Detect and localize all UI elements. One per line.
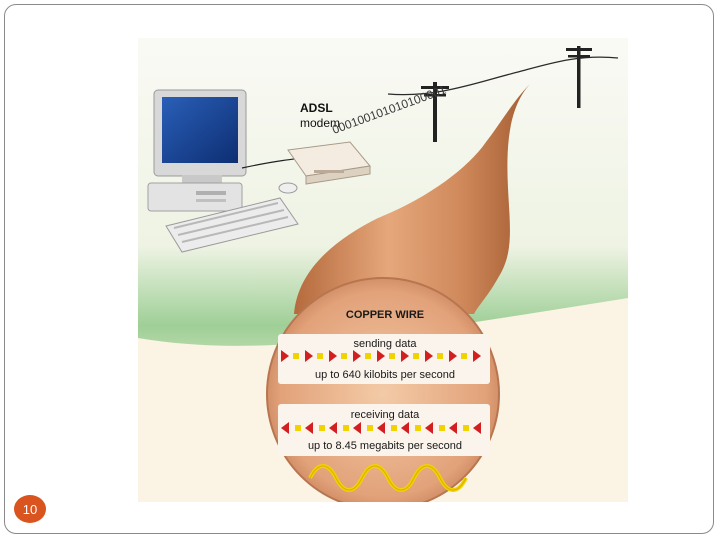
sending-title: sending data bbox=[354, 338, 418, 350]
adsl-illustration: ADSL modem 000100101010100001 COPPER WIR… bbox=[138, 38, 628, 502]
monitor-screen bbox=[162, 97, 238, 163]
page-number: 10 bbox=[23, 502, 37, 517]
page-number-badge: 10 bbox=[14, 495, 46, 523]
receiving-rate: up to 8.45 megabits per second bbox=[308, 440, 462, 452]
modem-label: ADSL bbox=[300, 101, 333, 115]
receiving-title: receiving data bbox=[351, 409, 420, 421]
copper-wire-title: COPPER WIRE bbox=[346, 309, 424, 321]
sending-rate: up to 640 kilobits per second bbox=[315, 369, 455, 381]
mouse bbox=[279, 183, 297, 193]
